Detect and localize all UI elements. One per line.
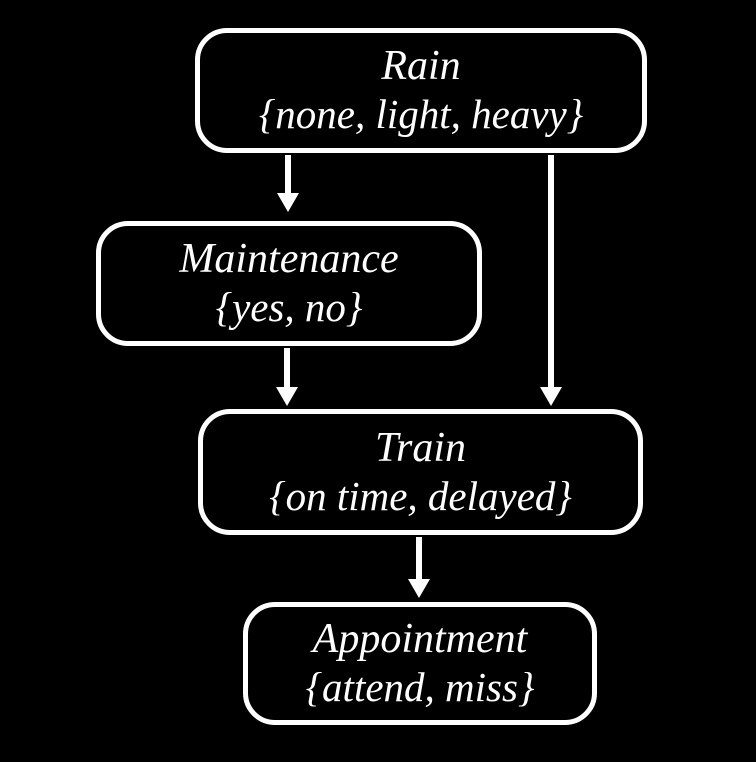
node-train: Train {on time, delayed} — [198, 409, 643, 535]
arrowhead-icon — [276, 387, 298, 406]
node-rain-domain: {none, light, heavy} — [258, 91, 584, 138]
arrowhead-icon — [540, 387, 562, 406]
node-train-label: Train — [374, 424, 467, 471]
edge-train-appointment — [408, 537, 430, 598]
edge-rain-maintenance — [277, 155, 299, 212]
node-maintenance: Maintenance {yes, no} — [96, 221, 482, 346]
arrowhead-icon — [277, 193, 299, 212]
node-maintenance-domain: {yes, no} — [215, 284, 363, 331]
node-appointment: Appointment {attend, miss} — [243, 602, 597, 725]
node-appointment-label: Appointment — [312, 616, 528, 663]
node-rain-label: Rain — [381, 43, 461, 90]
node-appointment-domain: {attend, miss} — [305, 664, 535, 711]
arrowhead-icon — [408, 579, 430, 598]
node-rain: Rain {none, light, heavy} — [195, 28, 647, 153]
edge-rain-train — [540, 155, 562, 406]
edge-maintenance-train — [276, 348, 298, 406]
node-maintenance-label: Maintenance — [179, 236, 399, 283]
node-train-domain: {on time, delayed} — [269, 472, 572, 519]
